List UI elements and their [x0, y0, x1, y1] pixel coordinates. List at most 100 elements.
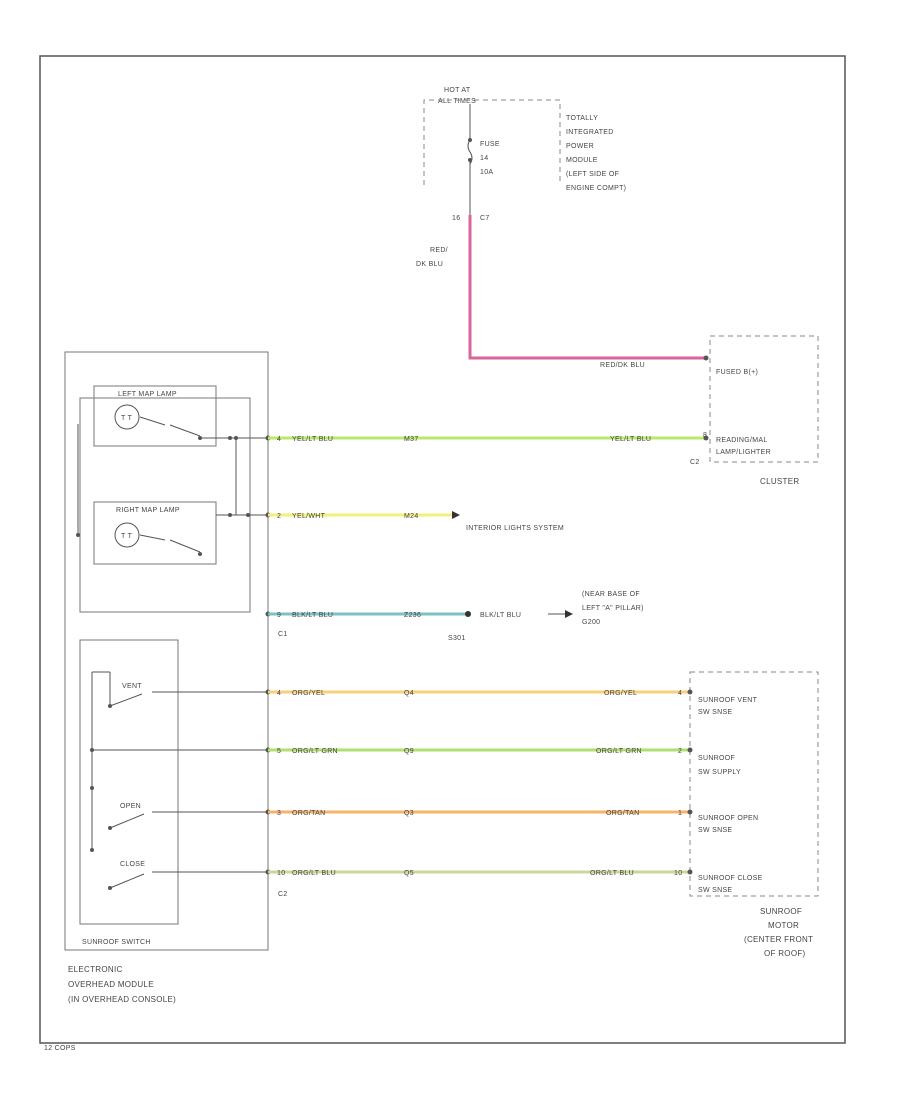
svg-text:TOTALLY: TOTALLY	[566, 115, 598, 122]
right-map-lamp-label: RIGHT MAP LAMP	[116, 507, 180, 514]
motor-connector-pins	[687, 355, 709, 875]
vent-switch-label: VENT	[122, 683, 142, 690]
svg-text:(NEAR BASE OF: (NEAR BASE OF	[582, 591, 640, 598]
wire3-pin: 9	[277, 612, 281, 619]
svg-text:G200: G200	[582, 619, 600, 626]
wire7-pin: 10	[277, 870, 285, 877]
cluster-dashed-box	[709, 335, 819, 463]
wire2-color: YEL/WHT	[292, 513, 326, 520]
wire4-pin: 4	[277, 690, 281, 697]
right-lamp-lead	[139, 534, 166, 541]
svg-text:SW SNSE: SW SNSE	[698, 827, 732, 834]
wire2-arrow	[452, 511, 460, 519]
fuse-label: FUSE	[480, 141, 500, 148]
wire1-color-right: YEL/LT BLU	[610, 436, 651, 443]
wire5-color: ORG/LT GRN	[292, 748, 338, 755]
svg-text:LEFT "A" PILLAR): LEFT "A" PILLAR)	[582, 605, 644, 612]
svg-text:T T: T T	[121, 533, 133, 540]
wire1-color: YEL/LT BLU	[292, 436, 333, 443]
hot-at-label: HOT AT	[444, 87, 471, 94]
close-switch-label: CLOSE	[120, 861, 145, 868]
wire-red-dk-blu	[468, 215, 706, 360]
wire1-pin: 4	[277, 436, 281, 443]
close-switch	[90, 848, 268, 890]
svg-text:MOTOR: MOTOR	[768, 921, 799, 930]
sunroof-close-sense-label: SUNROOF CLOSE SW SNSE	[698, 875, 763, 894]
wire2-circuit: M24	[404, 513, 419, 520]
eom-title: ELECTRONIC OVERHEAD MODULE (IN OVERHEAD …	[68, 965, 176, 1004]
tipm-module-label: TOTALLY INTEGRATED POWER MODULE (LEFT SI…	[566, 115, 626, 192]
svg-text:T T: T T	[121, 415, 133, 422]
sunroof-motor-dashed-box	[689, 671, 819, 897]
svg-text:POWER: POWER	[566, 143, 594, 150]
sunroof-motor-title: SUNROOF MOTOR (CENTER FRONT OF ROOF)	[744, 907, 813, 958]
svg-text:SW SUPPLY: SW SUPPLY	[698, 769, 741, 776]
svg-text:OF ROOF): OF ROOF)	[764, 949, 806, 958]
svg-text:SUNROOF VENT: SUNROOF VENT	[698, 697, 758, 704]
wire5-color-right: ORG/LT GRN	[596, 748, 642, 755]
ground-location: (NEAR BASE OF LEFT "A" PILLAR) G200	[582, 591, 644, 626]
svg-text:(CENTER FRONT: (CENTER FRONT	[744, 935, 813, 944]
sunroof-switch-label: SUNROOF SWITCH	[82, 939, 151, 946]
wire5-pin-right: 2	[678, 748, 682, 755]
wire5-circuit: Q9	[404, 748, 414, 755]
tipm-dashed-box	[423, 99, 561, 185]
svg-text:ELECTRONIC: ELECTRONIC	[68, 965, 123, 974]
wire4-pin-right: 4	[678, 690, 682, 697]
svg-text:(LEFT SIDE OF: (LEFT SIDE OF	[566, 171, 619, 178]
open-switch-label: OPEN	[120, 803, 141, 810]
wire7-circuit: Q5	[404, 870, 414, 877]
svg-text:SUNROOF: SUNROOF	[760, 907, 802, 916]
connector-c2: C2	[278, 891, 288, 898]
tipm-pin-left: 16	[452, 215, 460, 222]
fuse-rating: 10A	[480, 169, 493, 176]
svg-text:OVERHEAD MODULE: OVERHEAD MODULE	[68, 980, 154, 989]
sunroof-supply-label: SUNROOF SW SUPPLY	[698, 755, 741, 776]
svg-text:MODULE: MODULE	[566, 157, 598, 164]
svg-text:SUNROOF OPEN: SUNROOF OPEN	[698, 815, 758, 822]
fuse-number: 14	[480, 155, 488, 162]
ground-arrow	[565, 610, 573, 618]
fuse-terminal-top	[468, 138, 472, 142]
vent-switch	[92, 671, 268, 708]
splice-s301	[465, 611, 471, 617]
right-lamp-switch	[169, 539, 201, 553]
wire7-color-right: ORG/LT BLU	[590, 870, 634, 877]
right-map-lamp-box	[93, 501, 217, 565]
svg-text:SW SNSE: SW SNSE	[698, 709, 732, 716]
cluster-pin-label: READING/MAL	[716, 437, 768, 444]
all-times-label: ALL TIMES	[438, 98, 476, 105]
red-wire-color-horizontal: RED/DK BLU	[600, 362, 645, 369]
wire2-pin: 2	[277, 513, 281, 520]
sunroof-switch-box	[79, 639, 179, 925]
wire5-pin: 5	[277, 748, 281, 755]
open-switch	[90, 786, 268, 830]
wire7-color: ORG/LT BLU	[292, 870, 336, 877]
wire3-splice-color: BLK/LT BLU	[480, 612, 521, 619]
cluster-pin-label-2: LAMP/LIGHTER	[716, 449, 771, 456]
cluster-fused-label: FUSED B(+)	[716, 369, 758, 376]
wire3-color: BLK/LT BLU	[292, 612, 333, 619]
red-wire-color-1: RED/	[430, 247, 448, 254]
wire6-color: ORG/TAN	[292, 810, 325, 817]
wire1-circuit: M37	[404, 436, 419, 443]
left-map-lamp-label: LEFT MAP LAMP	[118, 391, 177, 398]
wire4-circuit: Q4	[404, 690, 414, 697]
right-lamp-switch-contact	[198, 552, 202, 556]
diagram-frame	[39, 55, 846, 1044]
wire6-circuit: Q3	[404, 810, 414, 817]
cluster-pin-number: 8	[703, 432, 707, 439]
wire6-pin-right: 1	[678, 810, 682, 817]
left-lamp-bulb-icon: T T	[114, 404, 140, 430]
left-lamp-lead	[139, 416, 166, 426]
connector-c1: C1	[278, 631, 288, 638]
svg-text:SUNROOF CLOSE: SUNROOF CLOSE	[698, 875, 763, 882]
wire6-pin: 3	[277, 810, 281, 817]
wire3-circuit: Z236	[404, 612, 421, 619]
eom-outer-box	[64, 351, 269, 951]
svg-text:ENGINE COMPT): ENGINE COMPT)	[566, 185, 626, 192]
wire4-color: ORG/YEL	[292, 690, 325, 697]
svg-text:INTEGRATED: INTEGRATED	[566, 129, 614, 136]
wire6-color-right: ORG/TAN	[606, 810, 639, 817]
